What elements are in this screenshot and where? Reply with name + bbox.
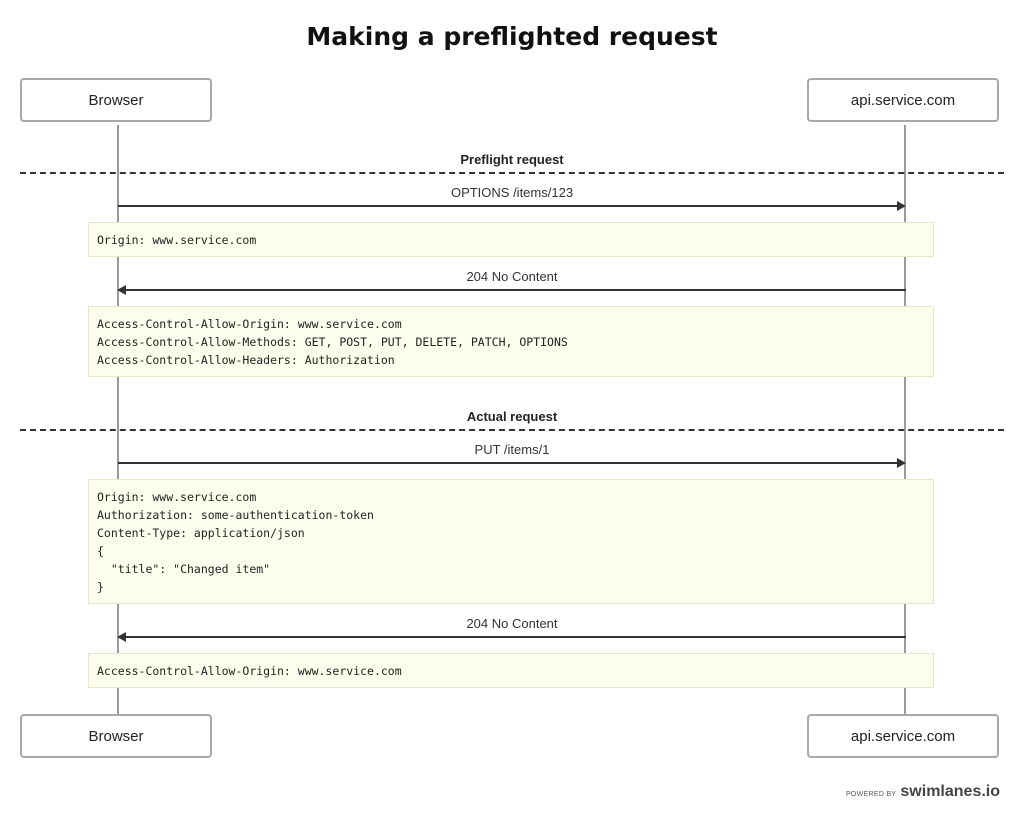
message-arrow-left (124, 636, 906, 638)
actor-label: Browser (88, 91, 144, 109)
arrow-head-right-icon (897, 458, 906, 468)
lifeline-api (904, 125, 906, 715)
note-line: Access-Control-Allow-Origin: www.service… (97, 317, 402, 331)
actor-api-top: api.service.com (807, 78, 999, 122)
powered-by-label: POWERED BY (845, 791, 897, 798)
section-divider-actual (20, 429, 1004, 431)
actor-browser-top: Browser (20, 78, 212, 122)
actor-label: Browser (88, 727, 144, 745)
actor-browser-bottom: Browser (20, 714, 212, 758)
brand-logo: swimlanes.io (900, 783, 1000, 800)
note-line: Access-Control-Allow-Headers: Authorizat… (97, 353, 395, 367)
section-label-preflight: Preflight request (460, 152, 564, 167)
message-arrow-right (118, 462, 898, 464)
arrow-head-left-icon (117, 632, 126, 642)
message-arrow-right (118, 205, 898, 207)
note-line: Content-Type: application/json (97, 526, 305, 540)
message-label: OPTIONS /items/123 (450, 185, 574, 200)
actor-label: api.service.com (850, 91, 956, 109)
note-request-headers: Origin: www.service.com (88, 222, 934, 257)
lifeline-browser (117, 125, 119, 715)
note-line: { (97, 544, 104, 558)
note-line: "title": "Changed item" (97, 562, 271, 576)
note-response-headers: Access-Control-Allow-Origin: www.service… (88, 653, 934, 688)
actor-label: api.service.com (850, 727, 956, 745)
section-divider-preflight (20, 172, 1004, 174)
note-line: Access-Control-Allow-Methods: GET, POST,… (97, 335, 568, 349)
note-line: Origin: www.service.com (97, 490, 257, 504)
note-response-headers: Access-Control-Allow-Origin: www.service… (88, 306, 934, 377)
actor-api-bottom: api.service.com (807, 714, 999, 758)
note-line: Origin: www.service.com (97, 233, 257, 247)
note-line: Authorization: some-authentication-token (97, 508, 374, 522)
powered-by-link[interactable]: POWERED BY swimlanes.io (846, 783, 1000, 801)
message-arrow-left (124, 289, 906, 291)
message-label: 204 No Content (466, 269, 558, 284)
note-line: } (97, 580, 104, 594)
message-label: PUT /items/1 (474, 442, 550, 457)
arrow-head-right-icon (897, 201, 906, 211)
arrow-head-left-icon (117, 285, 126, 295)
note-request-body: Origin: www.service.com Authorization: s… (88, 479, 934, 604)
message-label: 204 No Content (466, 616, 558, 631)
diagram-title: Making a preflighted request (306, 22, 718, 51)
section-label-actual: Actual request (466, 409, 558, 424)
note-line: Access-Control-Allow-Origin: www.service… (97, 664, 402, 678)
